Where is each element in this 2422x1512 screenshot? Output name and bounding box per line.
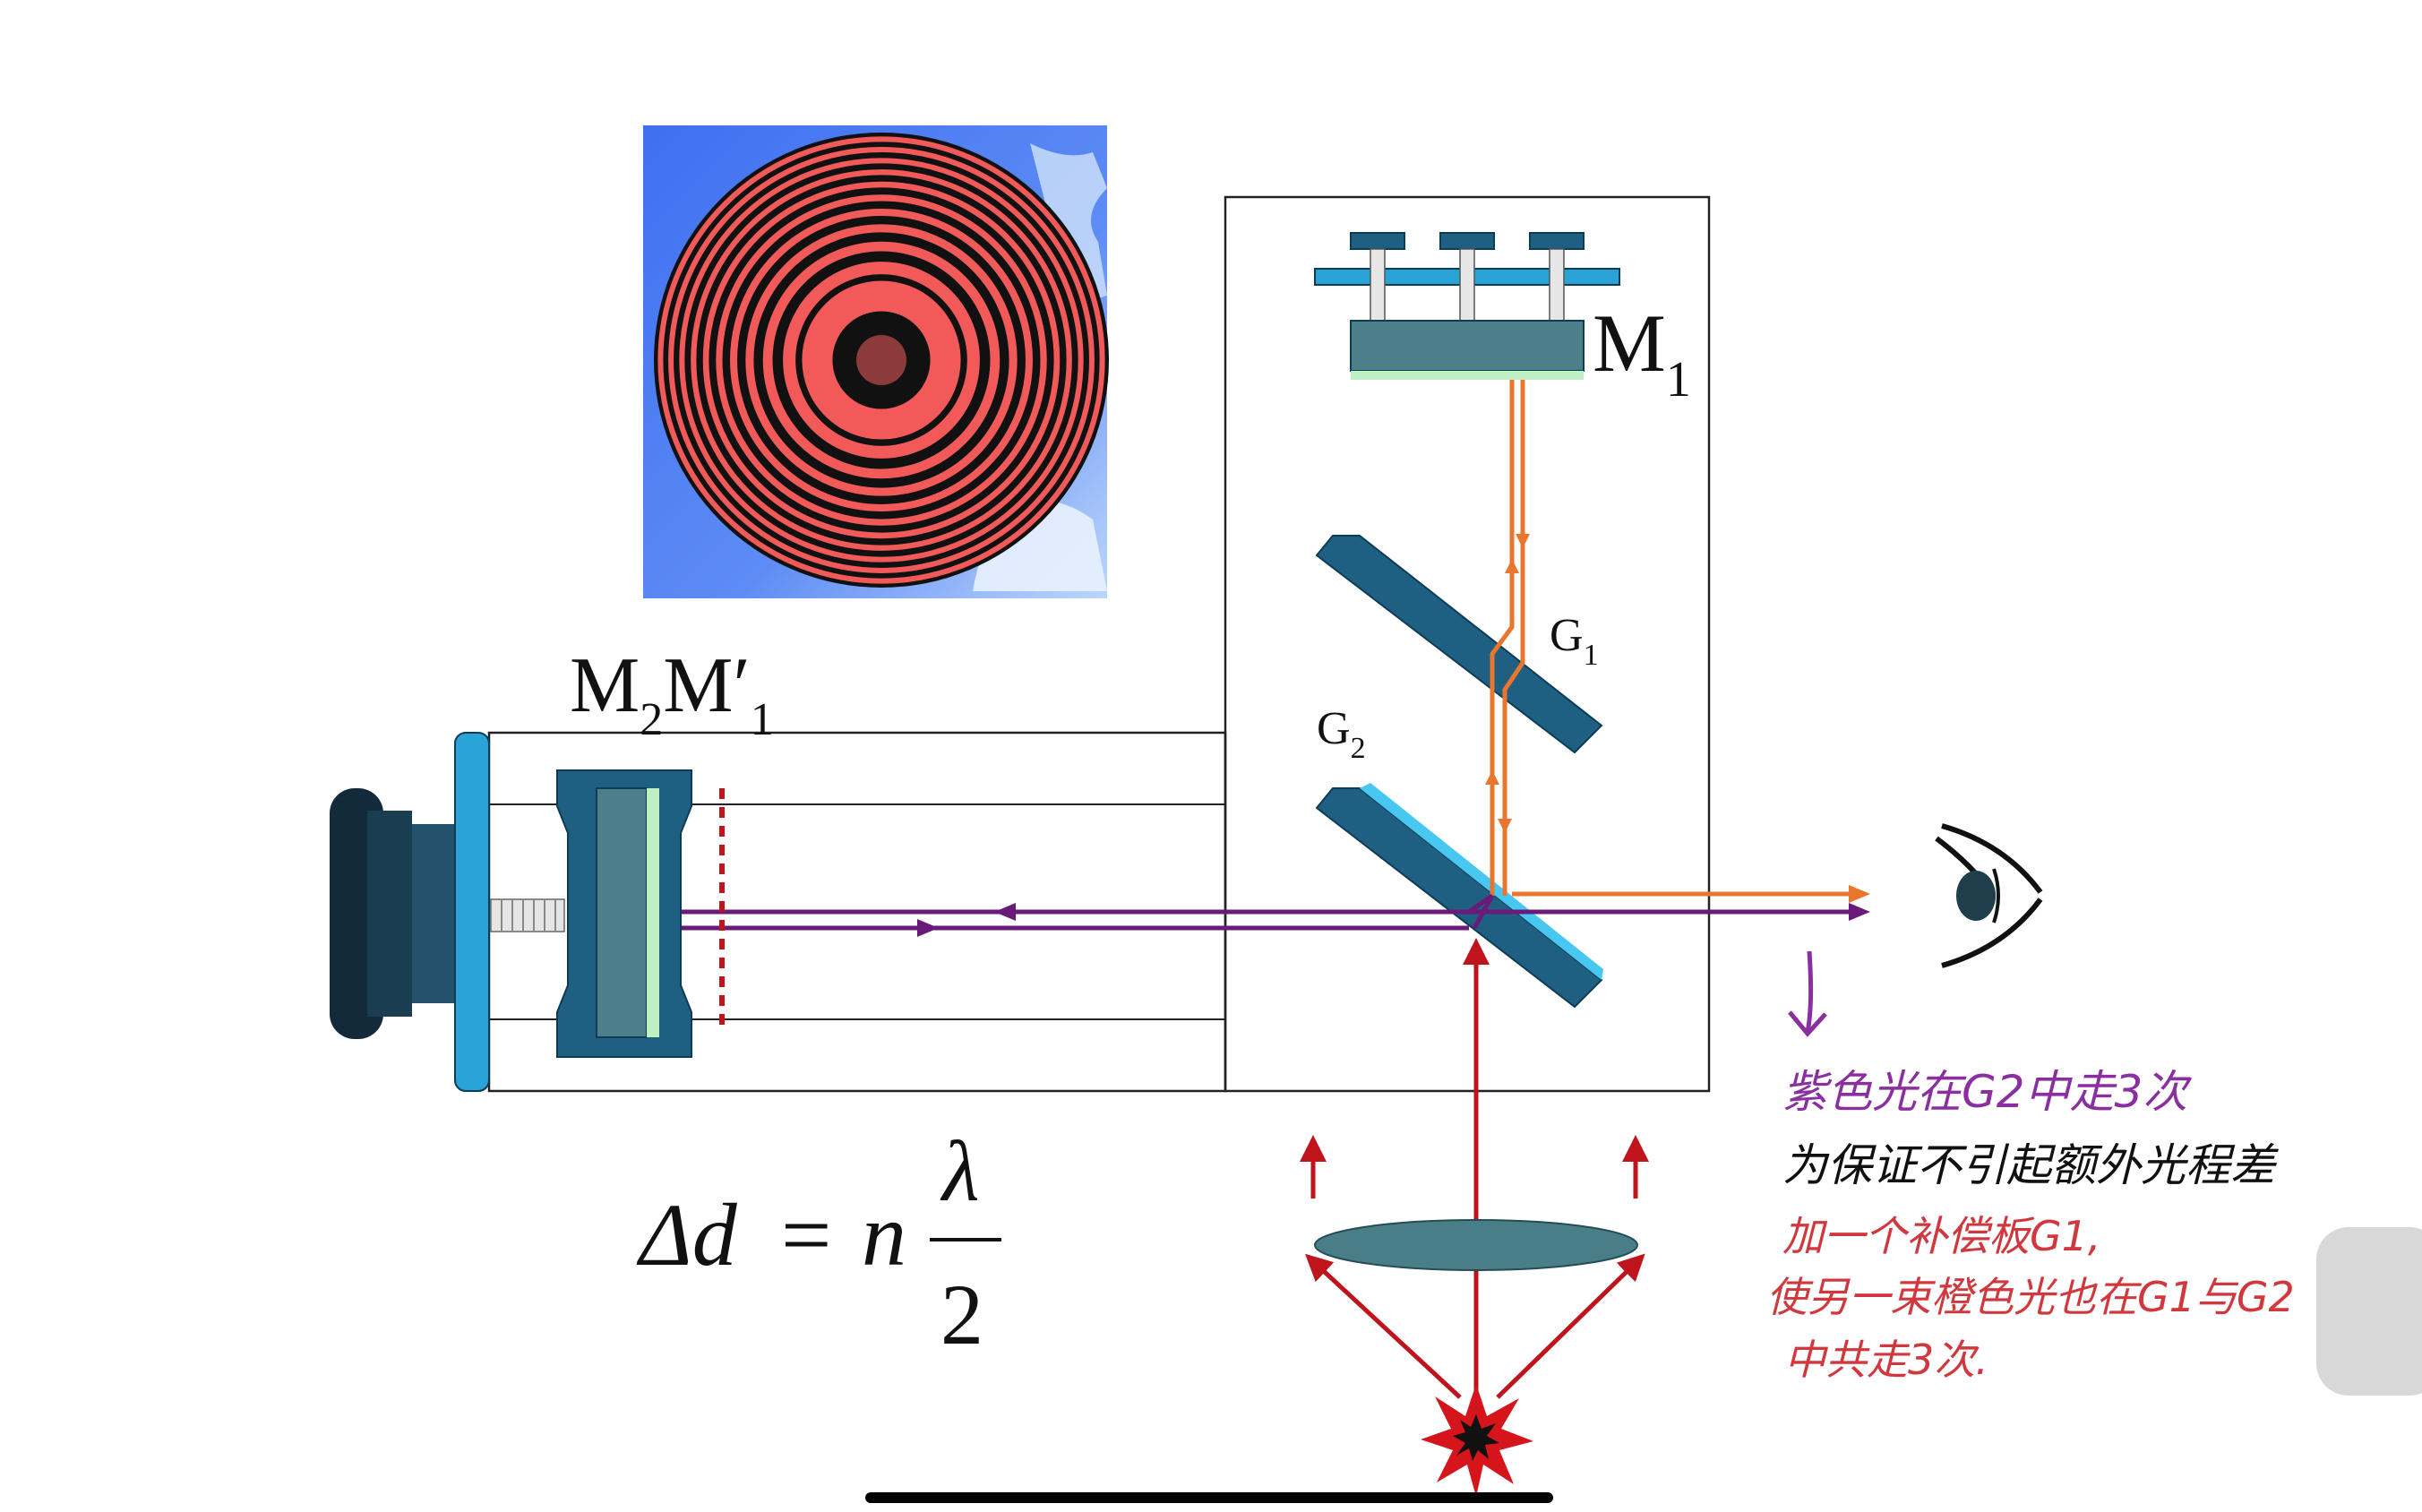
eye-icon xyxy=(1935,823,2043,968)
lead-screw xyxy=(490,898,565,932)
purple-beam-arrows xyxy=(917,903,1870,937)
path-difference-formula: Δd = n λ 2 xyxy=(636,1123,1001,1362)
bright-fringe xyxy=(668,147,1095,573)
bright-fringe xyxy=(716,194,1047,526)
compensator-plate-g1 xyxy=(1315,535,1603,754)
bright-fringe xyxy=(762,241,1001,479)
mirror-m2-carriage xyxy=(556,769,692,1058)
note-line-2: 为保证不引起额外光程差 xyxy=(1782,1139,2279,1191)
formula-n: n xyxy=(862,1185,906,1284)
side-floating-tab[interactable] xyxy=(2316,1227,2422,1396)
note-line-4: 使另一束橙色光也在G1与G2 xyxy=(1766,1273,2295,1321)
home-indicator-bar[interactable] xyxy=(865,1492,1553,1503)
formula-equals: = xyxy=(781,1185,831,1284)
condenser-lens xyxy=(1314,1219,1638,1271)
bright-fringe xyxy=(802,280,961,440)
fringe-center xyxy=(856,335,906,385)
formula-denominator: 2 xyxy=(940,1267,983,1362)
label-g2: G2 xyxy=(1317,703,1366,765)
bright-fringe xyxy=(691,169,1072,551)
note-line-5: 中共走3次. xyxy=(1784,1336,1988,1384)
scroll-handle[interactable] xyxy=(330,788,457,1039)
concentric-ring-pattern xyxy=(654,133,1109,588)
bright-fringe xyxy=(745,224,1018,496)
label-m2-m1prime: M2M′1 xyxy=(570,642,774,745)
formula-lhs: Δd xyxy=(636,1185,738,1284)
orange-beam xyxy=(1490,380,1863,897)
interference-fringe-image xyxy=(643,125,1109,598)
bright-fringe xyxy=(702,181,1061,539)
beam-splitter-housing xyxy=(1224,195,1711,1093)
bright-fringe xyxy=(783,262,980,459)
note-line-1: 紫色光在G2中走3次 xyxy=(1782,1066,2192,1118)
beam-splitter-g2 xyxy=(1315,783,1603,1009)
note-line-3: 加一个补偿板G1, xyxy=(1782,1212,2101,1260)
red-source-beams xyxy=(1300,938,1649,1433)
bright-fringe xyxy=(679,158,1084,563)
rail-end-plate xyxy=(454,732,490,1092)
starburst-light-source-icon xyxy=(1421,1384,1533,1497)
formula-numerator: λ xyxy=(940,1123,980,1219)
bright-fringe xyxy=(657,136,1105,584)
label-m1: M1 xyxy=(1593,297,1691,408)
label-g1: G1 xyxy=(1550,610,1599,672)
bright-fringe xyxy=(730,209,1033,511)
mirror-m1-assembly xyxy=(1314,232,1620,380)
purple-beam xyxy=(654,893,1863,931)
orange-beam-arrows xyxy=(1485,534,1870,903)
handwritten-annotation-arrow xyxy=(1788,950,1827,1037)
